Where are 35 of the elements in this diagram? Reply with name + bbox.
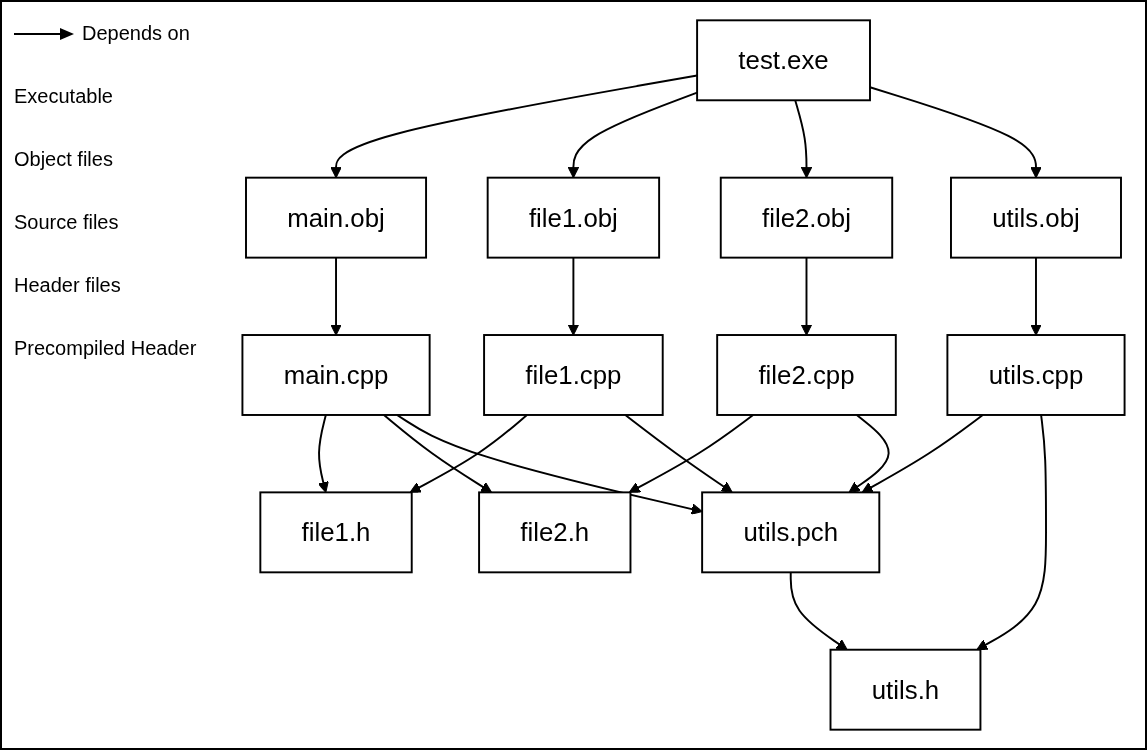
node-box: utils.h xyxy=(829,648,982,731)
arrow xyxy=(861,414,984,493)
arrow xyxy=(848,414,890,493)
row-label: Object files xyxy=(14,148,114,171)
arrow xyxy=(383,414,493,493)
arrow xyxy=(976,414,1047,651)
arrow xyxy=(396,414,703,515)
arrow xyxy=(317,414,329,493)
row-label: Source files xyxy=(14,211,120,234)
arrow xyxy=(330,256,342,336)
node-box: file1.cpp xyxy=(483,334,664,416)
node-box: file1.h xyxy=(259,491,413,574)
row-label: Header files xyxy=(14,274,122,297)
node-box: file2.h xyxy=(478,491,632,574)
arrow xyxy=(628,414,755,493)
node-box: file1.obj xyxy=(486,176,661,259)
arrow xyxy=(800,256,813,336)
node-box: utils.cpp xyxy=(946,334,1126,416)
node-box: test.exe xyxy=(696,19,871,102)
row-label: Precompiled Header xyxy=(14,337,198,360)
arrow xyxy=(794,99,813,179)
arrow xyxy=(789,571,848,651)
arrow xyxy=(869,86,1042,179)
node-box: file2.obj xyxy=(719,176,894,259)
node-box: main.cpp xyxy=(241,334,431,416)
arrow xyxy=(567,256,580,336)
node-box: utils.obj xyxy=(950,176,1122,259)
node-box: utils.pch xyxy=(701,491,881,574)
row-label: Executable xyxy=(14,85,114,108)
arrow xyxy=(409,414,528,493)
node-box: main.obj xyxy=(245,176,428,259)
arrow xyxy=(1030,256,1042,336)
arrow xyxy=(624,414,733,493)
node-box: file2.cpp xyxy=(716,334,897,416)
legend-text: Depends on xyxy=(82,22,190,45)
